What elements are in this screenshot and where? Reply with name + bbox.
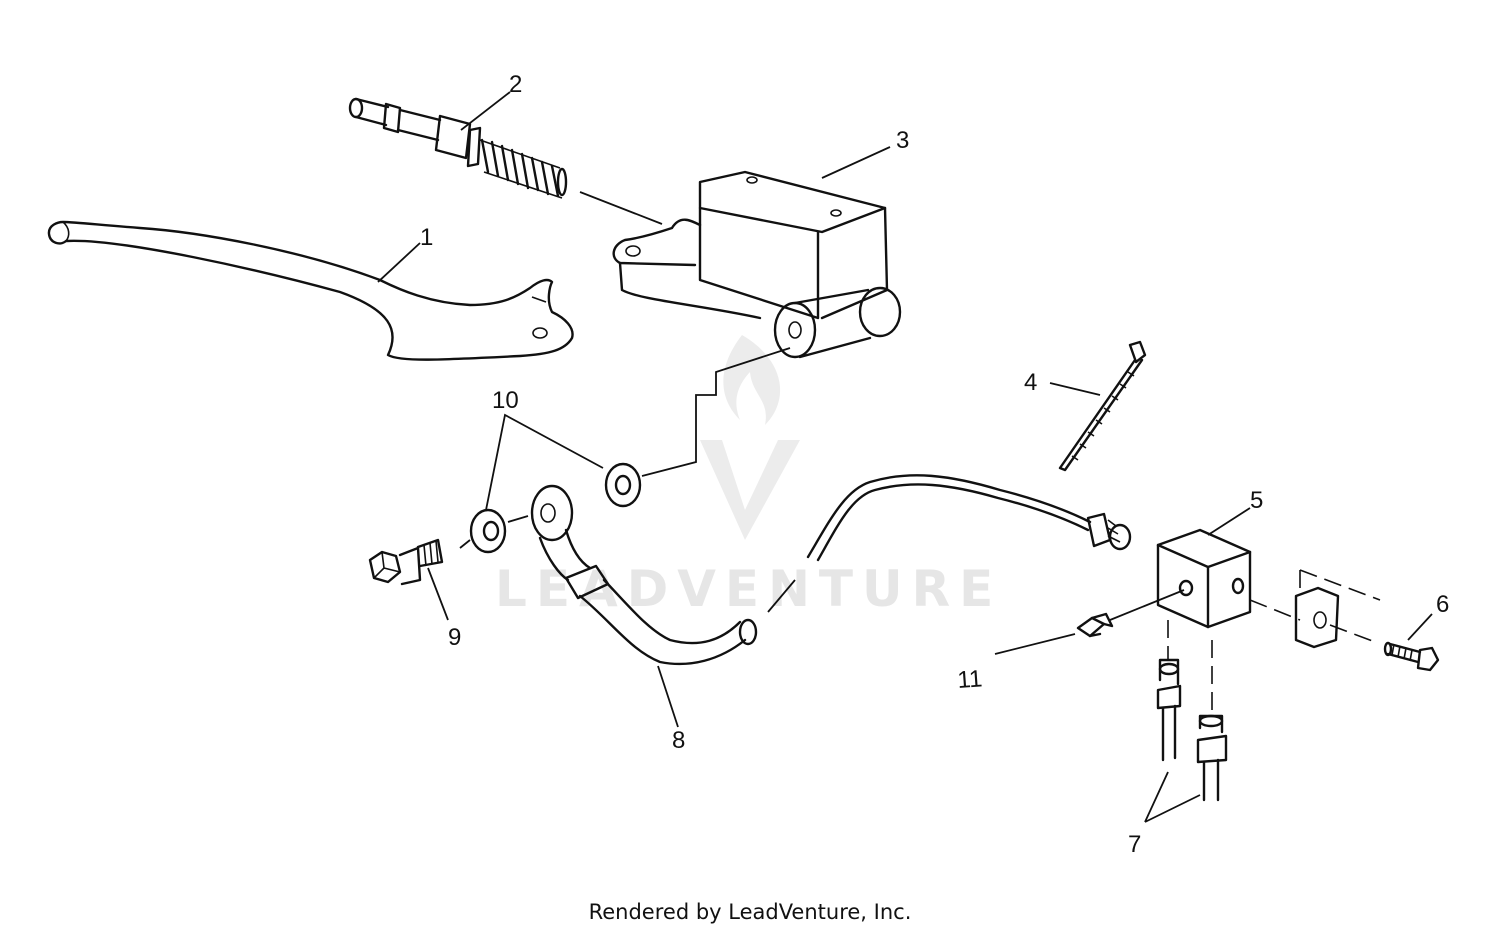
callout-1: 1 — [420, 224, 433, 251]
callout-labels: 1 2 3 4 5 6 7 8 9 10 11 — [420, 71, 1449, 858]
callout-leaders — [377, 91, 1433, 823]
piston-spring-part — [348, 97, 568, 199]
brake-fitting-part — [1156, 620, 1228, 802]
callout-11: 11 — [957, 665, 984, 694]
callout-4: 4 — [1024, 369, 1037, 396]
washer-part — [469, 462, 642, 554]
callout-5: 5 — [1250, 487, 1263, 514]
banjo-hose-part — [530, 484, 758, 666]
watermark-logo: LEADVENTURE — [495, 335, 1002, 618]
assembly-lines — [459, 191, 1185, 621]
banjo-bolt-part — [368, 538, 444, 586]
brake-lever-part — [47, 220, 574, 361]
bleeder-screw-part — [1076, 612, 1114, 638]
callout-3: 3 — [896, 127, 909, 154]
junction-block-part — [1156, 528, 1252, 629]
bracket-bolt-part — [1249, 569, 1440, 672]
callout-10: 10 — [492, 387, 519, 414]
callout-8: 8 — [672, 727, 685, 754]
watermark-text: LEADVENTURE — [495, 560, 1002, 618]
callout-9: 9 — [448, 624, 461, 651]
brake-line-part — [806, 474, 1132, 562]
footer-credit: Rendered by LeadVenture, Inc. — [588, 900, 912, 924]
callout-6: 6 — [1436, 591, 1449, 618]
cable-tie-part — [1058, 340, 1147, 472]
callout-7: 7 — [1128, 831, 1141, 858]
master-cylinder-part — [612, 170, 902, 359]
callout-2: 2 — [509, 71, 522, 98]
